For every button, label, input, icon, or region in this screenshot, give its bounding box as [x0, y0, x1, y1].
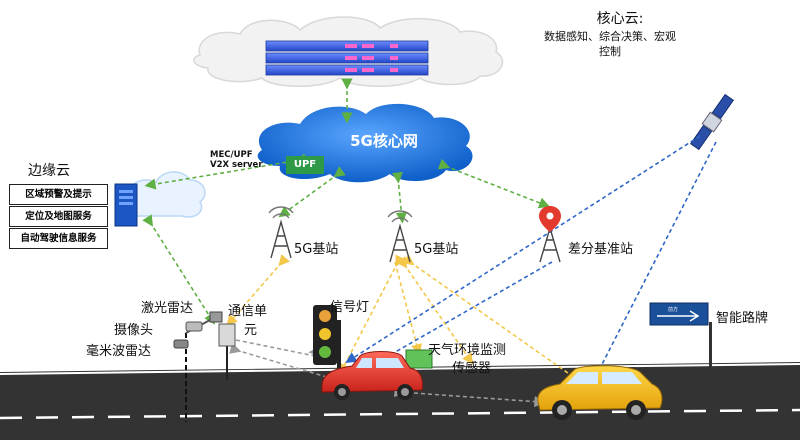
weather-sensor-label-line1: 天气环境监测: [428, 343, 507, 358]
comm-unit-label-line1: 通信单: [228, 304, 268, 319]
smart-sign-label: 智能路牌: [716, 311, 769, 326]
smart-sign-icon: 前方: [649, 302, 712, 372]
upf-tag: UPF: [286, 156, 324, 174]
edge-service-1: 区域预警及提示: [9, 184, 108, 205]
weather-sensor-label-line2: 传感器: [452, 361, 492, 376]
traffic-light-icon: [313, 305, 341, 372]
base-station-2-icon: [387, 210, 413, 263]
mec-line1: MEC/UPF: [210, 150, 253, 160]
diff-station-icon: [539, 206, 561, 263]
mmwave-label: 毫米波雷达: [86, 344, 152, 359]
comm-unit-label-line2: 元: [244, 323, 258, 338]
lidar-label: 激光雷达: [141, 301, 194, 316]
sign-text: 前方: [668, 306, 678, 313]
core-cloud-desc-line1: 数据感知、综合决策、宏观: [544, 30, 676, 43]
edge-cloud-icon: [114, 171, 206, 227]
core-cloud-title: 核心云:: [596, 11, 644, 27]
edge-cloud-title: 边缘云: [28, 163, 70, 179]
edge-service-2: 定位及地图服务: [9, 206, 108, 227]
base-station-1-label: 5G基站: [294, 242, 339, 257]
traffic-light-label: 信号灯: [330, 300, 370, 315]
comm-unit-icon: [218, 323, 236, 380]
edge-service-3: 自动驾驶信息服务: [9, 228, 108, 249]
yellow-car-icon: [537, 365, 663, 420]
base-station-1-icon: [268, 206, 294, 259]
camera-label: 摄像头: [114, 323, 154, 338]
mec-upf-label: MEC/UPF V2X server: [210, 150, 263, 170]
diff-station-label: 差分基准站: [568, 242, 634, 257]
satellite-icon: [690, 93, 734, 151]
base-station-2-label: 5G基站: [414, 242, 459, 257]
mec-line2: V2X server: [210, 160, 263, 170]
core-cloud-desc-line2: 控制: [599, 45, 621, 58]
core-cloud-icon: [193, 16, 504, 87]
red-car-icon: [321, 351, 423, 400]
weather-sensor-icon: [405, 349, 433, 369]
roadside-sensor-pole: [173, 311, 223, 422]
core-network-label: 5G核心网: [350, 132, 418, 150]
